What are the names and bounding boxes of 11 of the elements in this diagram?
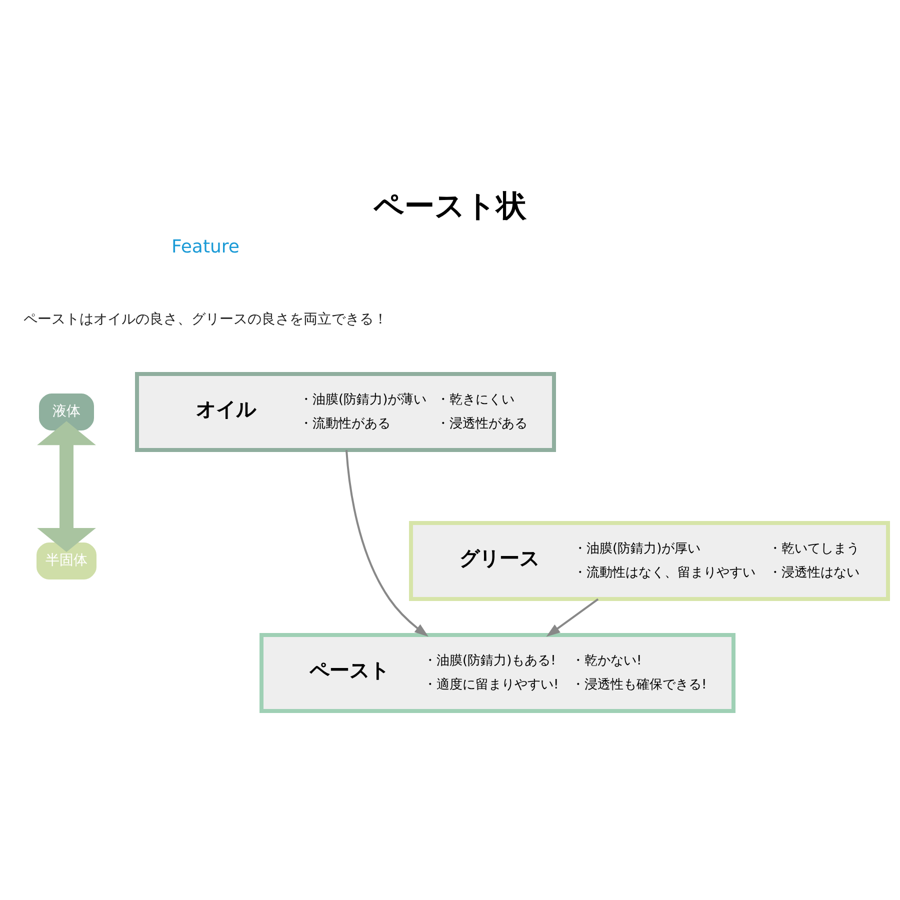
arrow	[546, 598, 599, 637]
node-box: オイル ・油膜(防錆力)が薄い ・乾きにくい ・流動性がある ・浸透性がある	[135, 372, 556, 452]
diagram-title: ペースト状	[374, 189, 526, 224]
node-box: 半固体	[36, 542, 96, 580]
arrow	[37, 421, 96, 552]
node-box: ペースト ・油膜(防錆力)もある! ・乾かない! ・適度に留まりやすい! ・浸透性も確保できる!	[260, 633, 736, 713]
node-box: 液体	[39, 394, 94, 430]
label: Feature	[171, 236, 240, 258]
label: ペーストはオイルの良さ、グリースの良さを両立できる！	[24, 312, 388, 328]
node-box: グリース ・油膜(防錆力)が厚い ・乾いてしまう ・流動性はなく、留まりやすい ・浸透性はない	[409, 521, 890, 601]
arrow	[345, 450, 428, 637]
